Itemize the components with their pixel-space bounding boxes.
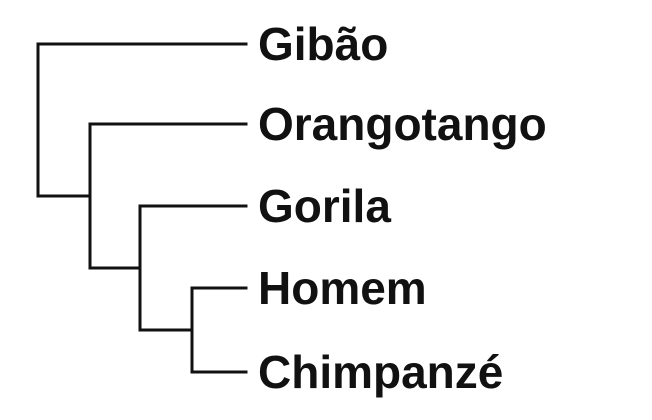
taxon-label-gorila: Gorila <box>258 180 391 232</box>
taxon-label-homem: Homem <box>258 262 427 314</box>
taxon-label-chimpanze: Chimpanzé <box>258 346 503 398</box>
taxon-label-gibao: Gibão <box>258 18 388 70</box>
taxon-label-orangotango: Orangotango <box>258 98 547 150</box>
